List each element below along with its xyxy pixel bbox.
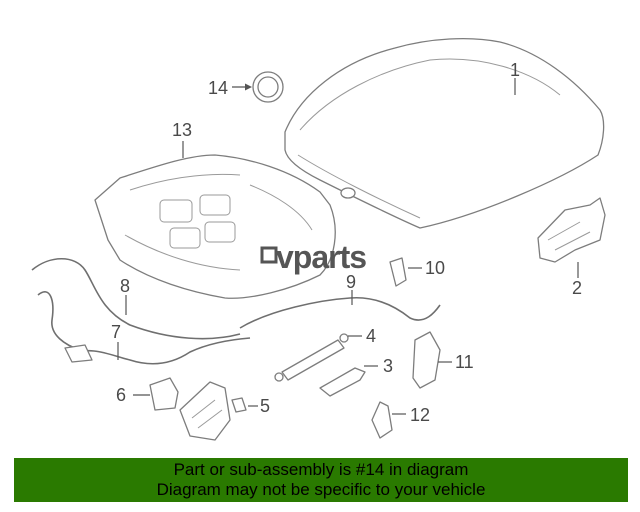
part-13-hood-insulator[interactable] — [94, 154, 336, 299]
callout-1: 1 — [510, 60, 520, 80]
callout-4: 4 — [366, 326, 376, 346]
callout-6: 6 — [116, 385, 126, 405]
callout-12: 12 — [410, 405, 430, 425]
callout-2: 2 — [572, 278, 582, 298]
callout-7: 7 — [111, 322, 121, 342]
banner-line-2: Diagram may not be specific to your vehi… — [156, 480, 486, 499]
callout-13: 13 — [172, 120, 192, 140]
callout-10: 10 — [425, 258, 445, 278]
callout-3: 3 — [383, 356, 393, 376]
part-9-cable[interactable] — [239, 296, 441, 329]
part-7-cable[interactable] — [64, 337, 251, 365]
callout-11: 11 — [455, 352, 474, 372]
part-11-bracket[interactable] — [412, 331, 441, 389]
arrow-14 — [245, 83, 252, 91]
part-12-bracket[interactable] — [371, 401, 393, 439]
callout-8: 8 — [120, 276, 130, 296]
part-10-bumper[interactable] — [389, 257, 407, 287]
part-info-banner: Part or sub-assembly is #14 in diagram D… — [14, 458, 628, 502]
part-4-support-strut[interactable] — [274, 333, 349, 382]
callout-9: 9 — [346, 272, 356, 292]
part-2-hinge[interactable] — [537, 197, 606, 263]
watermark-text: vparts — [276, 239, 366, 275]
part-6-actuator[interactable] — [149, 377, 179, 411]
vparts-watermark: vparts — [260, 239, 367, 275]
hood-latch-assembly[interactable] — [179, 381, 231, 441]
exploded-parts-diagram: 14 1 13 vparts — [31, 37, 606, 441]
part-1-hood[interactable] — [284, 37, 605, 229]
banner-line-1: Part or sub-assembly is #14 in diagram — [173, 460, 469, 479]
part-8-release-cable[interactable] — [31, 258, 241, 351]
callout-5: 5 — [260, 396, 270, 416]
part-3-bracket[interactable] — [319, 367, 366, 397]
part-14-grommet[interactable] — [252, 71, 284, 103]
callout-14: 14 — [208, 78, 228, 98]
part-5-clip[interactable] — [231, 397, 247, 413]
